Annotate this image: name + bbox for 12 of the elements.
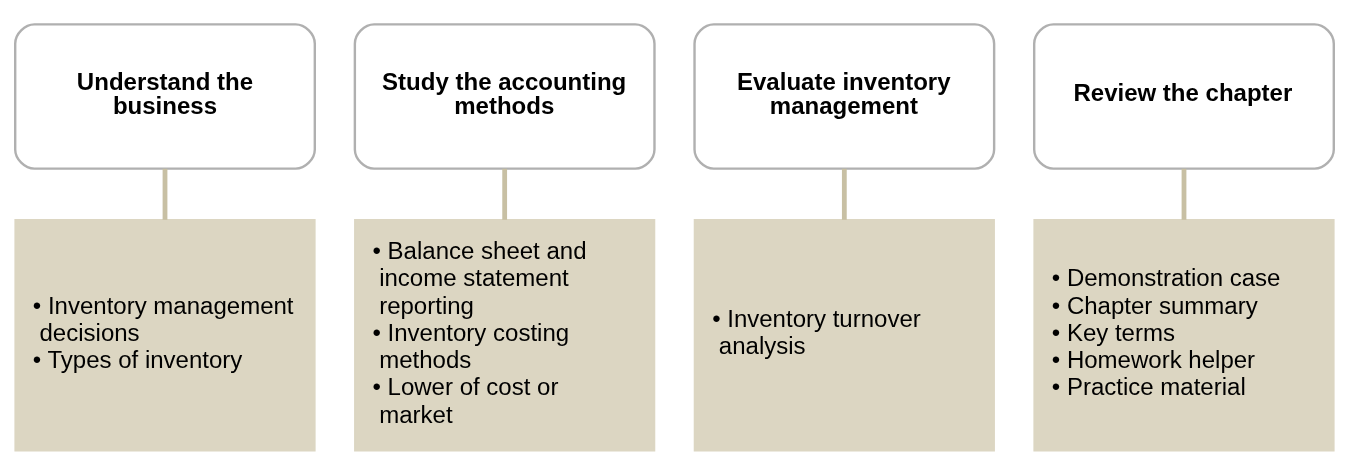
node-box: • Inventory management decisions • Types of inventory	[14, 218, 316, 451]
connector	[1181, 168, 1187, 220]
node-box: Evaluate inventory management	[693, 22, 996, 170]
node-box: Review the chapter	[1033, 22, 1335, 170]
connector	[502, 168, 508, 220]
node-box: • Inventory turnover analysis	[693, 218, 995, 451]
connector	[162, 168, 168, 220]
node-box: Understand the business	[14, 22, 316, 170]
node-box: • Balance sheet and income statement reporting • Inventory costing methods • Lower of cost or market	[354, 218, 656, 451]
connector	[841, 168, 847, 220]
node-box: Study the accounting methods	[353, 22, 656, 170]
node-box: • Demonstration case • Chapter summary • Key terms • Homework helper • Practice material	[1033, 218, 1335, 451]
